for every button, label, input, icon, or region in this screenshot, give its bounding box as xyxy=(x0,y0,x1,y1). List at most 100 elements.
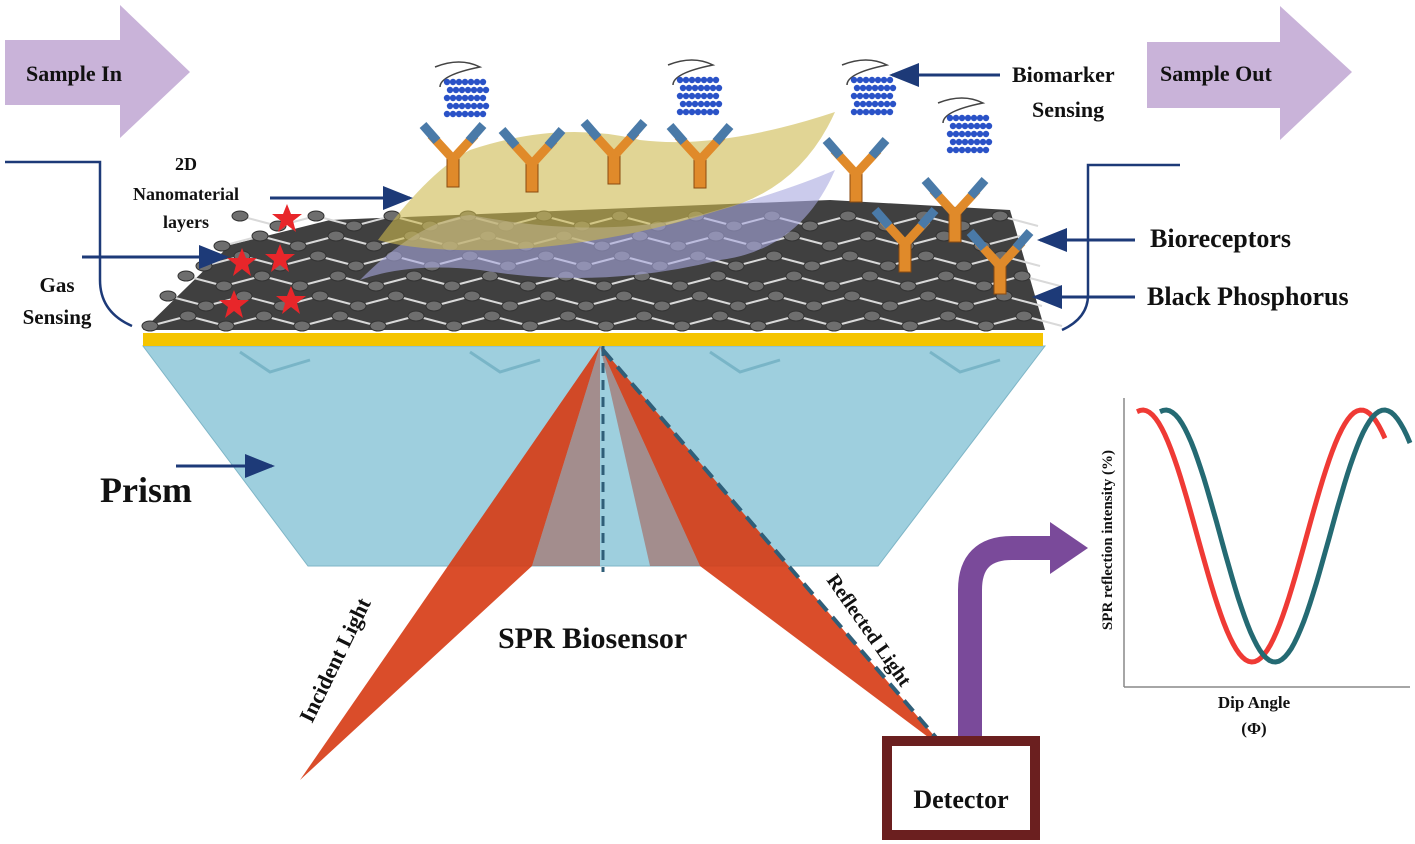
graph-xlabel-line2: (Φ) xyxy=(1241,719,1266,738)
phosphorus-atom xyxy=(1013,270,1031,282)
phosphorus-atom xyxy=(481,270,499,282)
phosphorus-atom xyxy=(767,290,785,302)
nano-label-line2: Nanomaterial xyxy=(133,184,239,204)
phosphorus-atom xyxy=(307,210,325,222)
phosphorus-atom xyxy=(653,300,671,312)
phosphorus-atom xyxy=(293,320,311,332)
phosphorus-atom xyxy=(595,280,613,292)
phosphorus-atom xyxy=(443,280,461,292)
phosphorus-atom xyxy=(671,280,689,292)
phosphorus-atom xyxy=(407,310,425,322)
graph-xlabel-line1: Dip Angle xyxy=(1218,693,1291,712)
biomarker-icon xyxy=(937,97,993,154)
phosphorus-atom xyxy=(177,270,195,282)
phosphorus-atom xyxy=(635,310,653,322)
right-bracket xyxy=(1061,163,1180,332)
phosphorus-atom xyxy=(843,290,861,302)
phosphorus-atom xyxy=(425,300,443,312)
phosphorus-atom xyxy=(559,310,577,322)
phosphorus-atom xyxy=(825,320,843,332)
phosphorus-atom xyxy=(881,300,899,312)
phosphorus-atom xyxy=(195,260,213,272)
pointer-arrows xyxy=(82,63,1135,478)
gold-layer xyxy=(143,333,1043,346)
biomarker-label-line2: Sensing xyxy=(1032,97,1104,122)
phosphorus-atom xyxy=(345,220,363,232)
sample-in-label: Sample In xyxy=(26,61,122,86)
phosphorus-atom xyxy=(539,290,557,302)
phosphorus-atom xyxy=(861,270,879,282)
phosphorus-atom xyxy=(939,310,957,322)
bioreceptors-label: Bioreceptors xyxy=(1150,224,1291,253)
phosphorus-atom xyxy=(329,270,347,282)
reflectance-curve-red xyxy=(1136,407,1388,665)
antibody-icon xyxy=(498,127,566,193)
star-icon xyxy=(227,248,257,276)
phosphorus-atom xyxy=(197,300,215,312)
gas-molecule-stars xyxy=(219,204,306,318)
sample-in-arrow: Sample In xyxy=(5,5,190,138)
biomarker-icon xyxy=(434,61,490,118)
phosphorus-atom xyxy=(217,320,235,332)
phosphorus-atom xyxy=(367,280,385,292)
star-icon xyxy=(265,244,295,272)
detector-arrow xyxy=(958,536,1050,740)
phosphorus-atom xyxy=(879,260,897,272)
spr-biosensor-label: SPR Biosensor xyxy=(498,622,687,655)
phosphorus-atom xyxy=(709,270,727,282)
phosphorus-atom xyxy=(975,280,993,292)
phosphorus-atom xyxy=(919,290,937,302)
star-icon xyxy=(276,286,306,314)
star-icon xyxy=(219,290,249,318)
reflected-light-beam-in-prism xyxy=(600,346,700,566)
phosphorus-atom xyxy=(405,270,423,282)
phosphorus-atom xyxy=(291,280,309,292)
sample-out-label: Sample Out xyxy=(1160,61,1273,86)
phosphorus-atom xyxy=(501,300,519,312)
spr-graph: SPR reflection intensity (%) Dip Angle (… xyxy=(1100,398,1413,738)
phosphorus-atom xyxy=(349,300,367,312)
phosphorus-atom xyxy=(1015,310,1033,322)
phosphorus-atom xyxy=(901,320,919,332)
antibody-icon xyxy=(871,207,939,273)
nano-label-line1: 2D xyxy=(175,154,197,174)
phosphorus-atom xyxy=(347,260,365,272)
biomarker-icon xyxy=(667,59,723,116)
nanomaterial-sheet-gold xyxy=(378,112,835,251)
nano-label-line3: layers xyxy=(163,212,209,232)
phosphorus-atom xyxy=(863,310,881,322)
phosphorus-atom xyxy=(785,270,803,282)
phosphorus-atom xyxy=(899,280,917,292)
graph-ylabel: SPR reflection intensity (%) xyxy=(1100,450,1116,630)
phosphorus-atom xyxy=(327,230,345,242)
phosphorus-atom xyxy=(805,300,823,312)
phosphorus-atom xyxy=(365,240,383,252)
antibody-icon xyxy=(666,123,734,189)
gas-label-line1: Gas xyxy=(39,273,74,297)
phosphorus-atom xyxy=(235,290,253,302)
phosphorus-atom xyxy=(823,280,841,292)
bioreceptor-antibodies xyxy=(419,119,1034,295)
phosphorus-atom xyxy=(289,240,307,252)
phosphorus-atom xyxy=(179,310,197,322)
phosphorus-atom xyxy=(387,290,405,302)
phosphorus-atom xyxy=(859,230,877,242)
phosphorus-atom xyxy=(747,280,765,292)
phosphorus-atom xyxy=(463,290,481,302)
phosphorus-atom xyxy=(801,220,819,232)
biomarker-icon xyxy=(841,59,897,116)
phosphorus-atom xyxy=(821,240,839,252)
incident-light-beam xyxy=(300,346,600,780)
phosphorus-atom xyxy=(787,310,805,322)
phosphorus-atom xyxy=(215,280,233,292)
antibody-icon xyxy=(921,177,989,243)
detector-arrow-head xyxy=(1050,522,1088,574)
phosphorus-atom xyxy=(711,310,729,322)
phosphorus-atom xyxy=(309,250,327,262)
phosphorus-atom xyxy=(577,300,595,312)
biomarker-molecules xyxy=(434,59,993,154)
nanomaterial-sheet-blue xyxy=(360,170,835,280)
phosphorus-atom xyxy=(231,210,249,222)
phosphorus-atom xyxy=(937,270,955,282)
